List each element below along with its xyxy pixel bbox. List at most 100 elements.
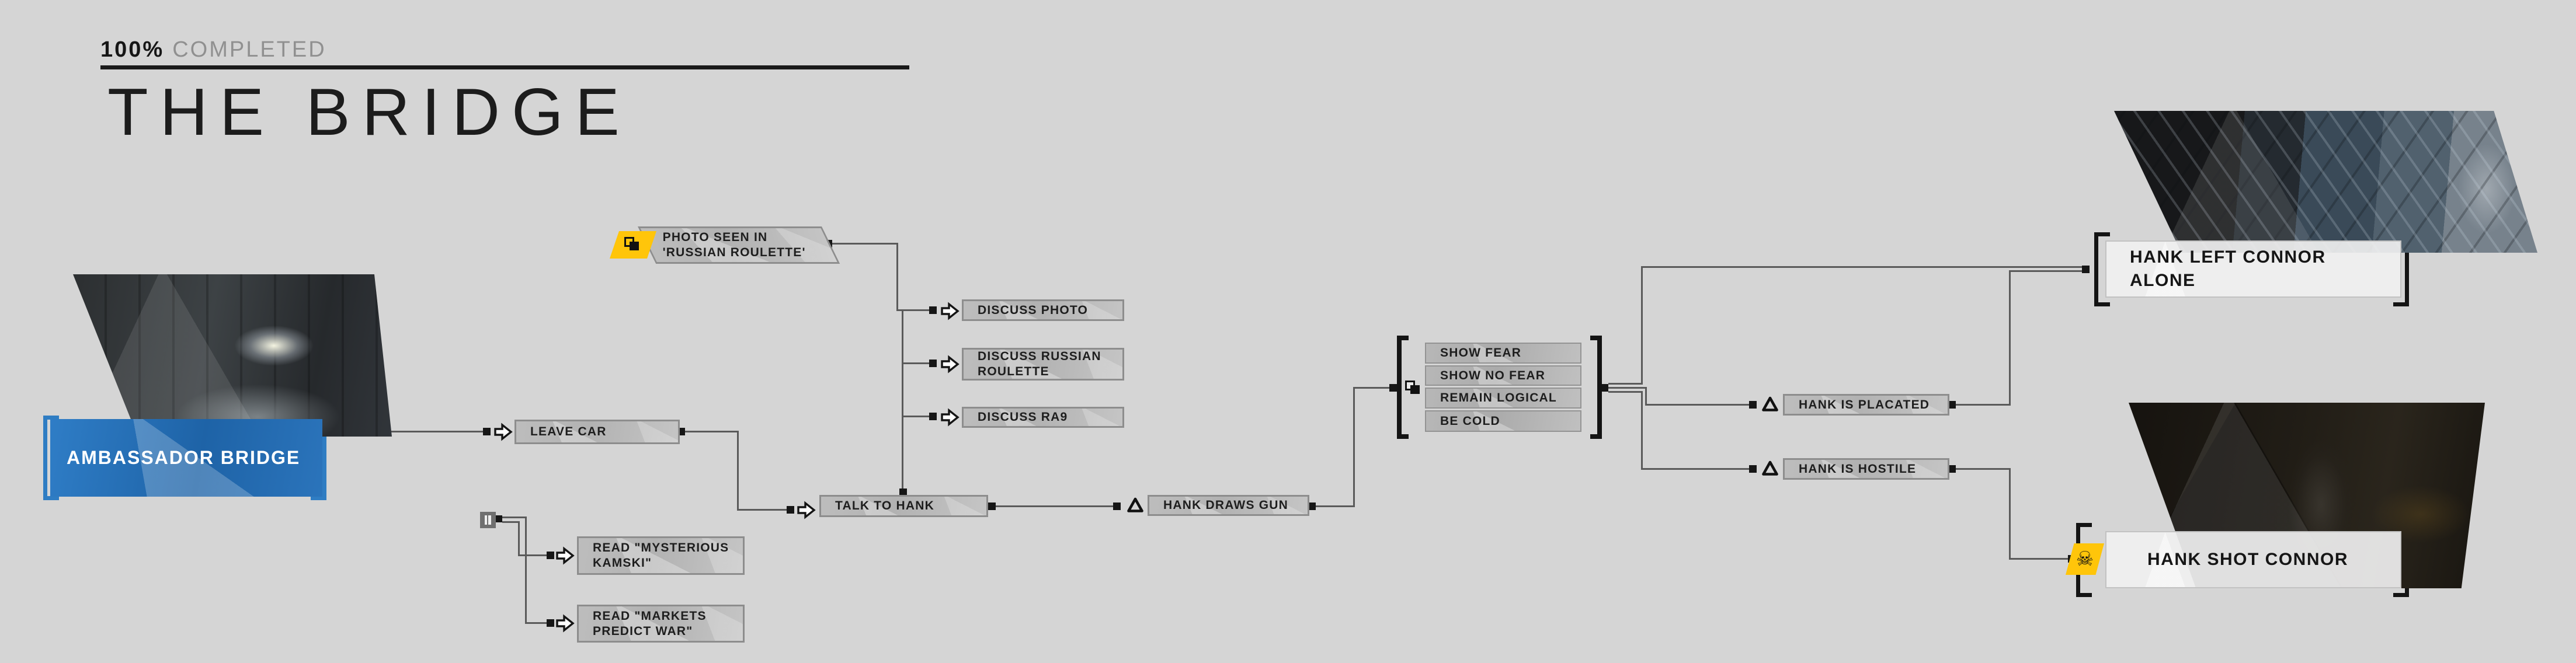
connector-line [518,554,548,556]
choice-label: BE COLD [1440,414,1500,428]
node-hank-is-placated[interactable]: HANK IS PLACATED [1783,394,1949,416]
connector-dot [2082,266,2090,273]
node-photo-seen-russian-roulette[interactable]: PHOTO SEEN IN 'RUSSIAN ROULETTE' [638,226,840,264]
node-hank-draws-gun[interactable]: HANK DRAWS GUN [1148,495,1309,516]
connector-dot [1948,401,1956,409]
connector-line [896,243,898,311]
completion-percent: 100% [100,37,165,62]
connector-dot [929,306,937,314]
chapter-title: THE BRIDGE [107,75,631,149]
connector-line [1645,404,1753,406]
connector-dot [1113,503,1121,510]
node-discuss-russian-roulette[interactable]: DISCUSS RUSSIAN ROULETTE [962,348,1124,381]
connector-dot [495,515,502,522]
choice-remain-logical[interactable]: REMAIN LOGICAL [1425,388,1581,409]
ending-hank-shot-connor[interactable]: HANK SHOT CONNOR [2105,531,2401,588]
connector-line [737,509,788,511]
choice-label: SHOW FEAR [1440,346,1522,360]
event-triangle-icon [1127,497,1143,513]
node-label: HANK DRAWS GUN [1163,498,1288,512]
choice-label: REMAIN LOGICAL [1440,391,1557,404]
node-label: LEAVE CAR [530,425,607,438]
connector-dot [787,506,794,514]
node-label: HANK IS PLACATED [1799,397,1930,411]
magazine-icon [480,512,496,528]
connector-dot [899,488,907,496]
death-skull-icon: ☠ [2076,547,2094,571]
node-read-markets-predict-war[interactable]: READ "MARKETS PREDICT WAR" [577,605,745,643]
node-label: DISCUSS PHOTO [978,303,1089,317]
node-label: READ "MYSTERIOUS KAMSKI" [593,541,729,570]
connector-line [1641,468,1753,470]
connector-line [902,311,903,490]
connector-dot [929,360,937,367]
node-label: PHOTO SEEN IN 'RUSSIAN ROULETTE' [662,231,806,259]
connector-line [898,309,930,311]
node-label: HANK IS HOSTILE [1799,462,1917,476]
cross-chapter-photo-icon [624,236,642,253]
choice-icon [1405,381,1423,397]
ending-label: HANK LEFT CONNOR ALONE [2130,247,2326,290]
connector-line [1608,391,1643,393]
connector-dot [1308,503,1316,510]
connector-dot [547,619,554,627]
connector-line [737,431,739,511]
node-label: DISCUSS RUSSIAN ROULETTE [978,350,1101,378]
image-facet-overlay [73,274,392,437]
start-bracket-left [43,416,59,500]
connector-line [903,362,930,364]
action-arrow-icon [940,302,960,320]
action-arrow-icon [555,546,575,565]
node-hank-is-hostile[interactable]: HANK IS HOSTILE [1783,458,1949,480]
connector-dot [1749,465,1757,473]
node-read-mysterious-kamski[interactable]: READ "MYSTERIOUS KAMSKI" [577,536,745,575]
connector-line [1353,387,1390,389]
connector-dot [1749,401,1757,409]
action-arrow-icon [940,408,960,427]
ambassador-bridge-thumbnail [73,274,392,437]
connector-dot [547,552,554,559]
connector-line [502,517,527,518]
connector-line [996,505,1117,507]
start-node-ambassador-bridge[interactable]: AMBASSADOR BRIDGE [50,419,322,497]
node-talk-to-hank[interactable]: TALK TO HANK [819,495,988,517]
node-label: TALK TO HANK [835,499,934,512]
connector-line [1641,267,1643,384]
icon-part [630,241,639,250]
node-discuss-ra9[interactable]: DISCUSS RA9 [962,407,1124,428]
icon-part [487,515,488,525]
connector-dot [483,428,491,435]
connector-line [1641,391,1643,469]
choice-show-fear[interactable]: SHOW FEAR [1425,343,1581,364]
connector-line [525,622,548,624]
connector-dot [1389,384,1397,392]
cross-chapter-photo-chip [610,231,656,259]
death-chip: ☠ [2066,543,2104,575]
ending-bracket-left [2094,232,2110,306]
hank-left-connor-alone-thumbnail [2114,111,2537,253]
action-arrow-icon [555,614,575,633]
connector-line [1956,468,2011,470]
choice-show-no-fear[interactable]: SHOW NO FEAR [1425,365,1581,386]
connector-line [1956,404,2011,406]
connector-line [335,431,484,432]
choice-be-cold[interactable]: BE COLD [1425,410,1581,432]
choice-bracket-left [1397,336,1409,439]
completion-header: 100%COMPLETED [100,37,326,62]
node-leave-car[interactable]: LEAVE CAR [514,420,680,444]
event-triangle-icon [1762,396,1778,412]
node-discuss-photo[interactable]: DISCUSS PHOTO [962,299,1124,321]
image-facet-overlay [2114,111,2537,253]
node-label: DISCUSS RA9 [978,410,1068,424]
choice-label: SHOW NO FEAR [1440,368,1546,382]
connector-line [1608,383,1643,385]
ending-hank-left-connor-alone[interactable]: HANK LEFT CONNOR ALONE [2105,240,2401,298]
connector-dot [929,413,937,420]
connector-line [1608,387,1647,389]
connector-line [1316,505,1355,507]
connector-dot [1948,465,1956,473]
connector-line [2009,558,2070,560]
event-triangle-icon [1762,460,1778,476]
connector-line [502,521,520,523]
action-arrow-icon [940,355,960,374]
